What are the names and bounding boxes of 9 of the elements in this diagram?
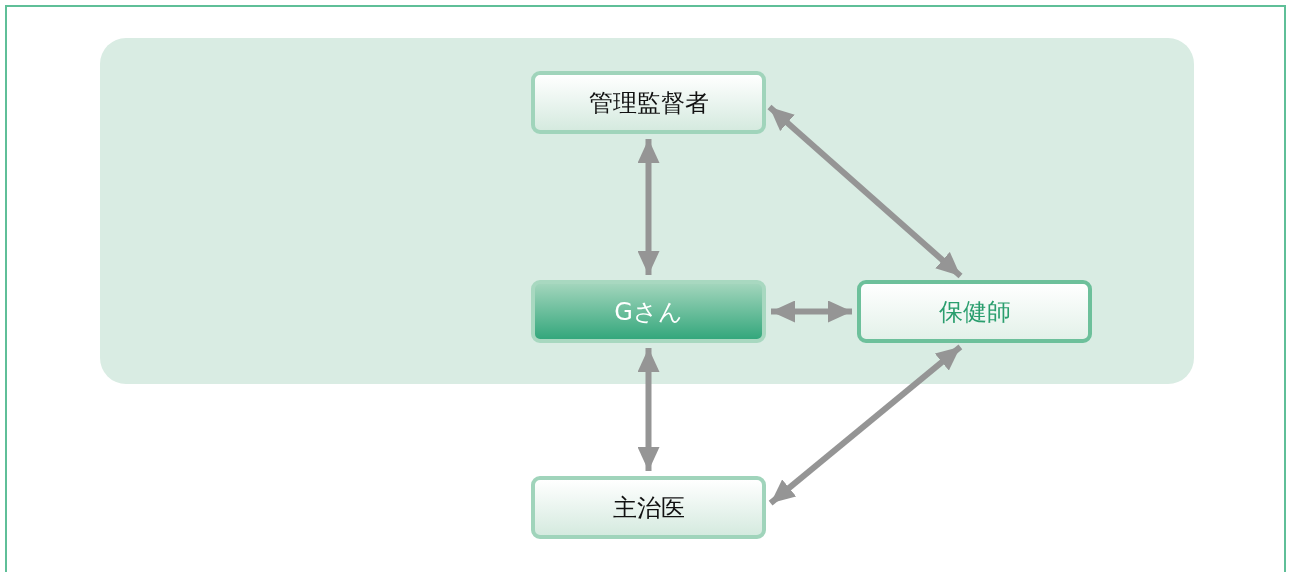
double-arrow <box>637 348 660 471</box>
person-box: Gさん <box>531 280 766 343</box>
role-box: 主治医 <box>531 476 766 539</box>
role-box: 管理監督者 <box>531 71 766 134</box>
double-arrow <box>767 104 963 279</box>
double-arrow <box>768 344 963 506</box>
role-box: 保健師 <box>857 280 1092 343</box>
double-arrow <box>771 300 852 323</box>
double-arrow <box>637 139 660 275</box>
